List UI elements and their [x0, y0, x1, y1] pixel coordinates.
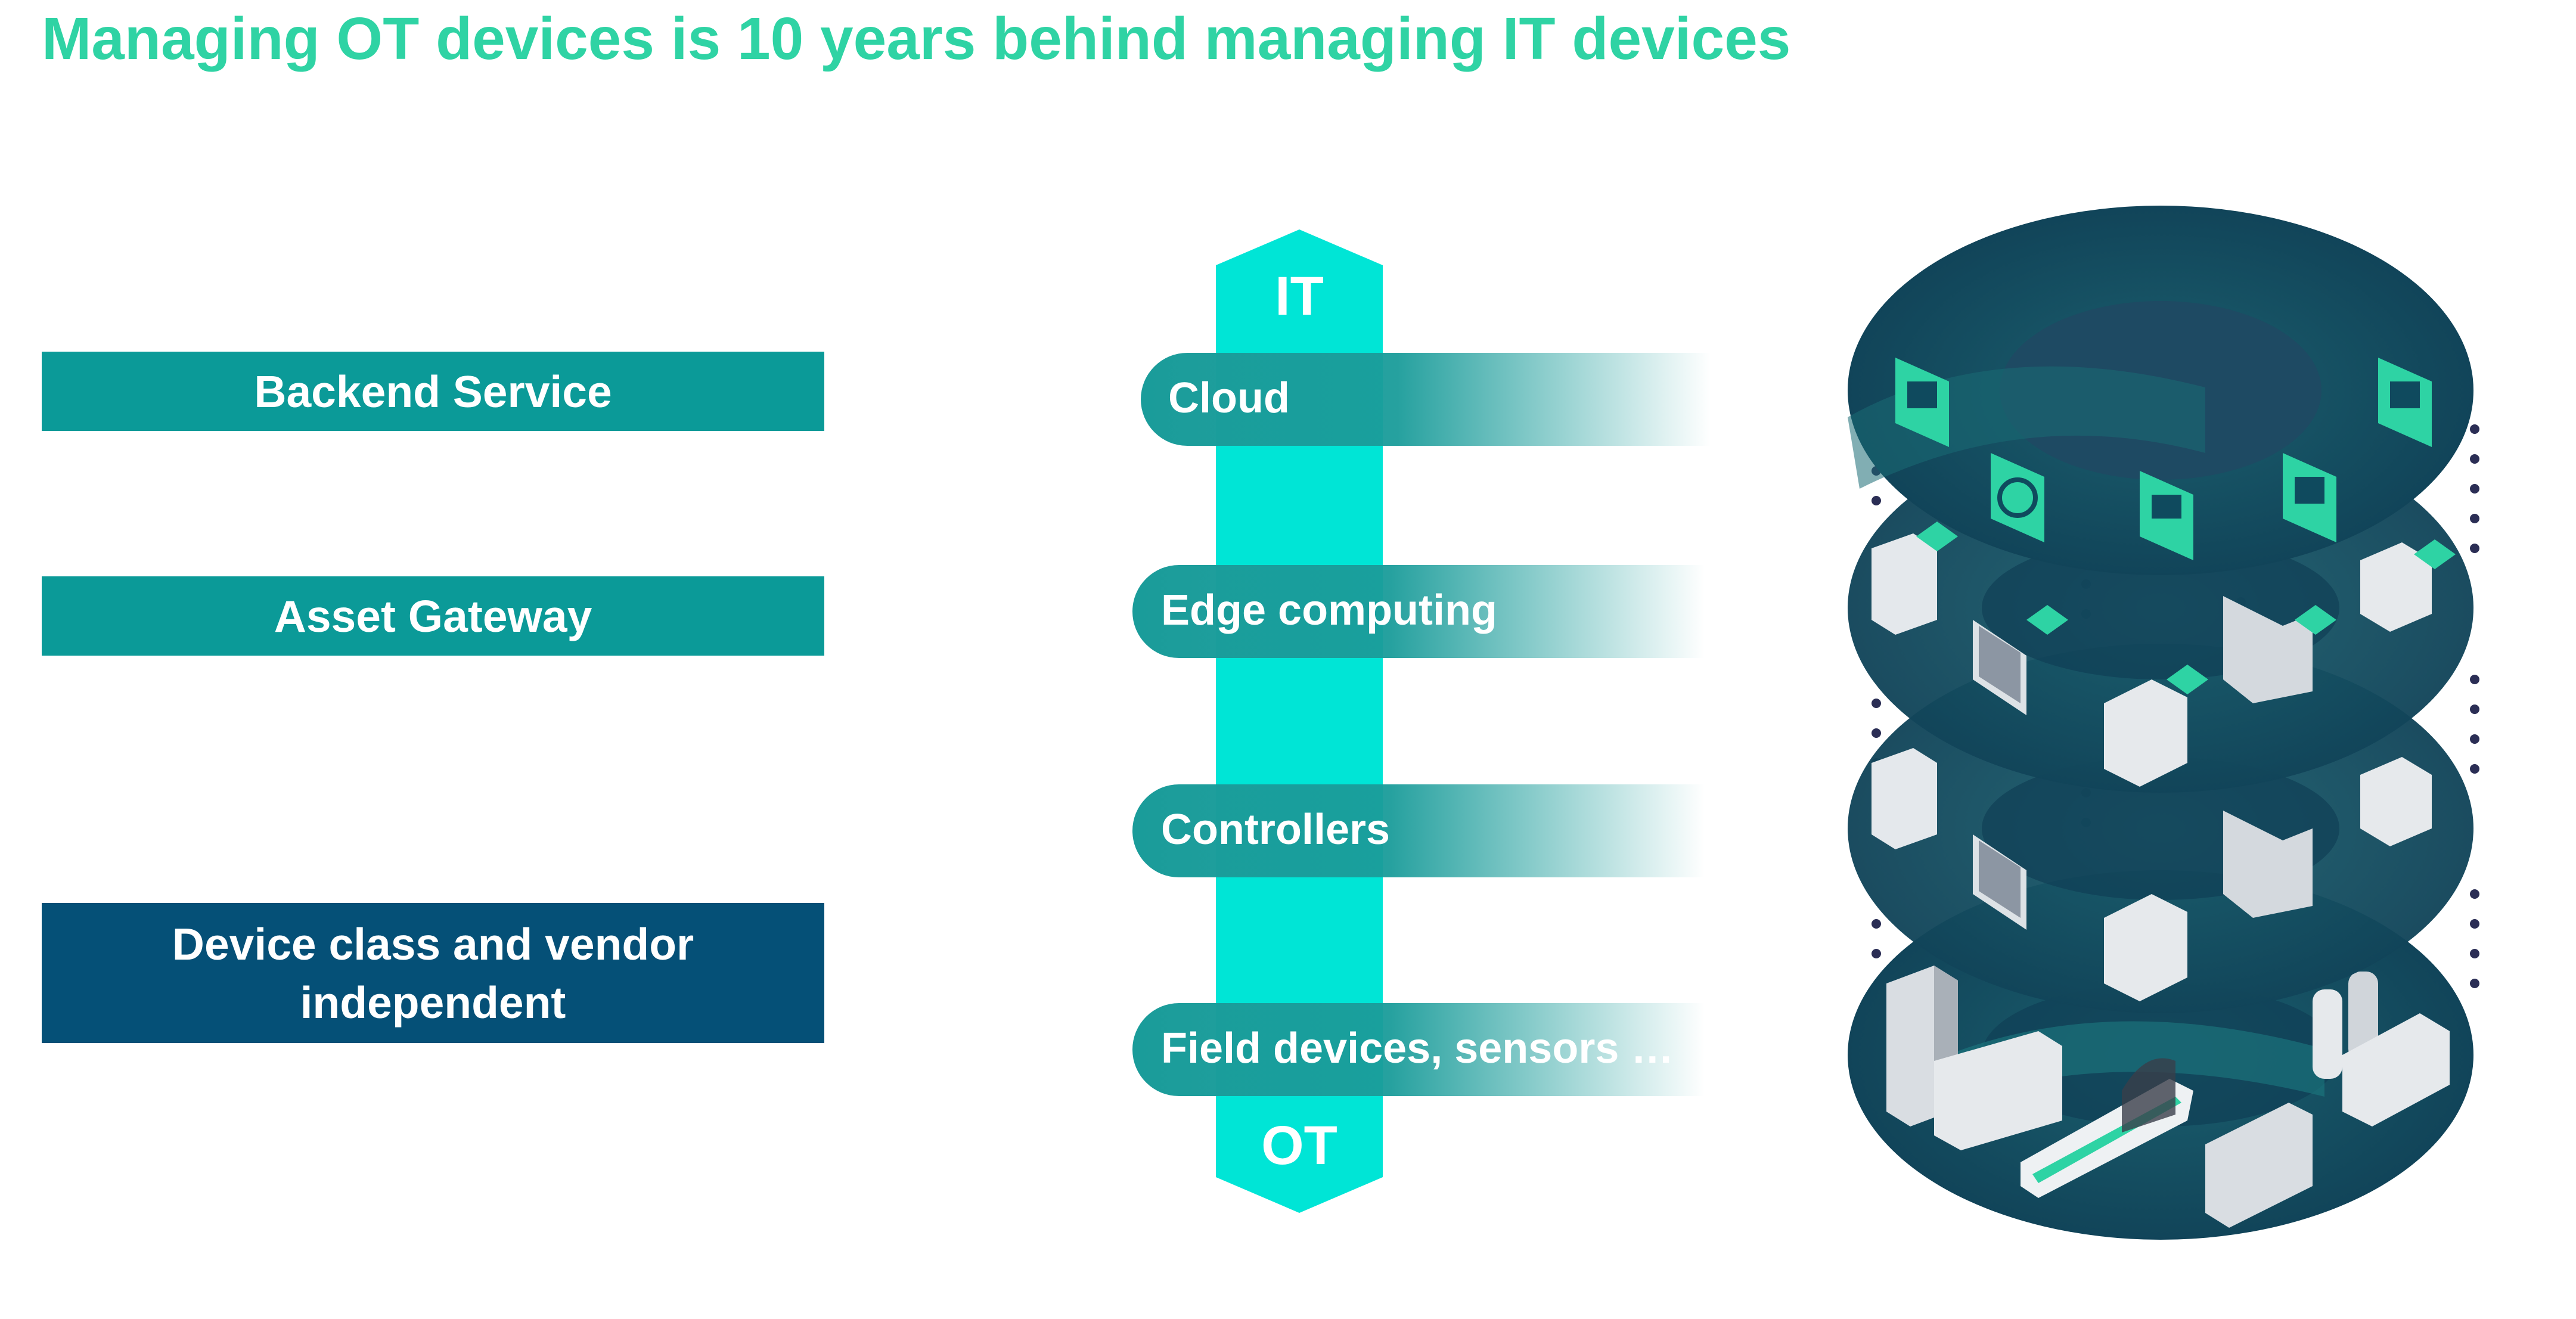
level-label-field: Field devices, sensors …: [1161, 1025, 1674, 1072]
device-class-label-line2: independent: [300, 977, 566, 1028]
level-label-edge: Edge computing: [1161, 586, 1497, 634]
backend-service-box: Backend Service: [42, 352, 824, 431]
monitor-icon: [2140, 471, 2193, 560]
level-pill-edge: [1132, 565, 1705, 658]
level-label-cloud: Cloud: [1168, 374, 1290, 422]
level-label-controllers: Controllers: [1161, 806, 1391, 854]
edge-devices: [1872, 522, 2456, 787]
asset-gateway-box: Asset Gateway: [42, 576, 824, 656]
page-title: Managing OT devices is 10 years behind m…: [42, 5, 1791, 72]
device-class-label-line1: Device class and vendor: [172, 918, 694, 969]
level-pill-cloud: [1141, 353, 1711, 446]
backend-service-label: Backend Service: [254, 366, 612, 417]
level-pill-field: [1132, 1003, 1705, 1096]
asset-gateway-label: Asset Gateway: [274, 591, 592, 641]
cloud-icons: [1895, 358, 2432, 560]
tank-icon: [2313, 972, 2378, 1079]
level-pill-controllers: [1132, 784, 1705, 877]
building-icon: [1886, 966, 2062, 1150]
controller-devices: [1872, 748, 2432, 1001]
it-ot-arrow: [1216, 229, 1383, 1213]
plug-icon: [2378, 358, 2432, 447]
control-panel-icon: [1895, 358, 1949, 447]
globe-icon: [1991, 453, 2044, 542]
device-class-box: Device class and vendor independent: [42, 903, 824, 1043]
factory-icon: [2205, 1013, 2450, 1228]
train-icon: [2021, 1058, 2193, 1198]
control-panel-icon-2: [2283, 453, 2336, 542]
arrow-top-label: IT: [1275, 266, 1324, 327]
arrow-bottom-label: OT: [1261, 1115, 1337, 1176]
